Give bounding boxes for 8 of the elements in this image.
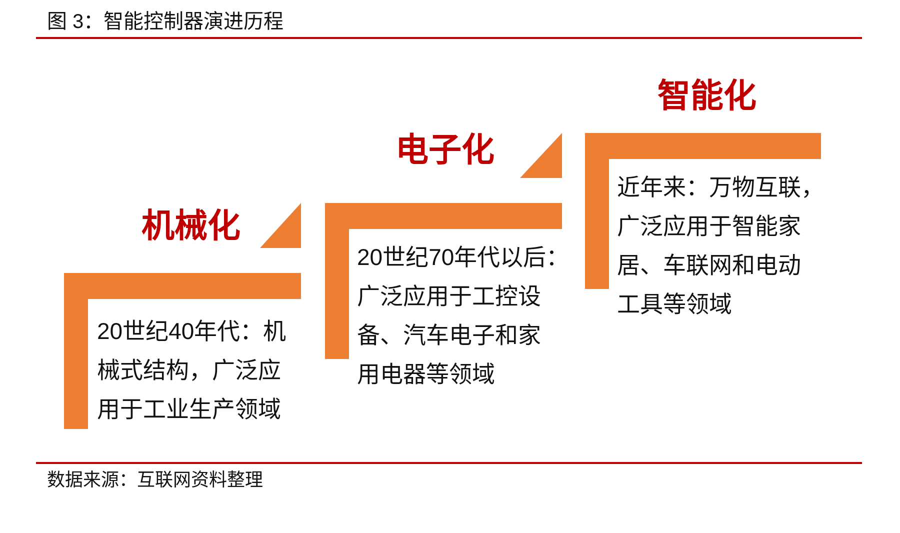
stage-description: 20世纪70年代以后：广泛应用于工控设备、汽车电子和家用电器等领域 [357,243,561,389]
stage-heading: 电子化 [396,131,494,169]
stage-description: 近年来：万物互联，广泛应用于智能家居、车联网和电动工具等领域 [617,173,821,319]
stage-description: 20世纪40年代：机械式结构，广泛应用于工业生产领域 [97,317,288,424]
figure-title: 图 3：智能控制器演进历程 [47,10,284,34]
stage-heading: 智能化 [658,77,756,115]
source-note: 数据来源：互联网资料整理 [47,469,263,491]
stage-heading: 机械化 [142,207,240,245]
